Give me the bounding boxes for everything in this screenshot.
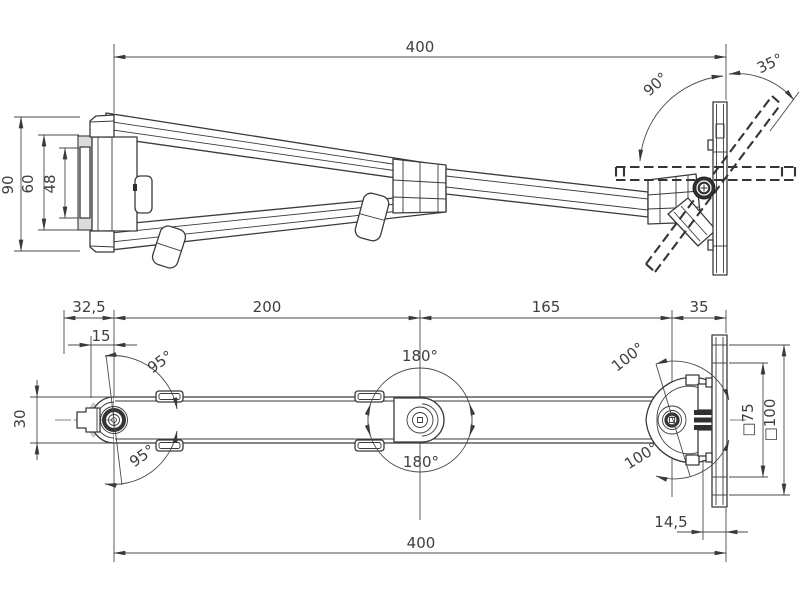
dim-vesa-100-label: □100 (761, 399, 779, 442)
angle-tilt-90-label: 90° (640, 69, 672, 100)
angle-elbow-lower-label: 180° (403, 453, 439, 471)
bottom-view: 32,5 200 165 35 15 (11, 298, 790, 562)
dim-pivot-inset-label: 15 (91, 327, 110, 345)
angle-head-upper-label: 100° (608, 339, 648, 375)
dim-plate-height: 60 (19, 134, 79, 231)
dim-arm-width: 30 (11, 380, 110, 460)
dim-head: 35 (671, 298, 727, 333)
dim-arm2-label: 165 (532, 298, 561, 316)
dim-slot-height-label: 48 (41, 174, 59, 193)
cable-clamp-2-side (354, 192, 390, 242)
angle-tilt-35-label: 35° (754, 50, 786, 78)
dim-arm1-label: 200 (253, 298, 282, 316)
side-view: 400 90 60 48 90° 35 (0, 38, 800, 276)
dim-bracket-height-label: 90 (0, 175, 17, 194)
dim-vesa-75: □75 (729, 362, 768, 478)
release-latch (134, 175, 153, 214)
elbow-knuckle-bottom (393, 397, 445, 443)
dim-arm-width-label: 30 (11, 409, 29, 428)
dim-side-reach-label: 400 (406, 38, 435, 56)
dim-slot-height: 48 (41, 147, 79, 219)
dim-plate-offset-label: 14,5 (654, 513, 687, 531)
elbow-pivot (406, 406, 434, 434)
dim-vesa-75-label: □75 (739, 403, 757, 436)
dim-plate-offset: 14,5 (654, 460, 748, 562)
angle-tilt-35: 35° (728, 50, 800, 132)
elbow-joint-side (392, 158, 447, 214)
dim-total-reach-label: 400 (407, 534, 436, 552)
dim-side-reach: 400 (113, 38, 727, 113)
angle-elbow-upper-label: 180° (402, 347, 438, 365)
dim-vesa-100: □100 (729, 344, 790, 496)
dim-pivot-inset: 15 (68, 327, 137, 398)
wall-tab-bottom (76, 407, 101, 433)
dim-total-reach: 400 (113, 534, 727, 556)
dim-head-label: 35 (689, 298, 708, 316)
dim-arm2: 165 (419, 298, 673, 321)
dim-plate-height-label: 60 (19, 174, 37, 193)
forearm-side (445, 168, 649, 218)
dim-bracket-height: 90 (0, 116, 80, 252)
dim-wall-to-pivot: 32,5 (63, 298, 115, 354)
angle-base-upper-label: 95° (144, 347, 176, 377)
dim-arm1: 200 (113, 298, 421, 321)
dim-wall-to-pivot-label: 32,5 (72, 298, 105, 316)
angle-base-lower-label: 95° (126, 441, 158, 471)
wall-bracket-side (77, 114, 153, 253)
tilt-pivot-knob (692, 176, 716, 200)
cable-clamp-1-side (151, 225, 187, 269)
angle-elbow: 180° 180° (364, 347, 476, 473)
